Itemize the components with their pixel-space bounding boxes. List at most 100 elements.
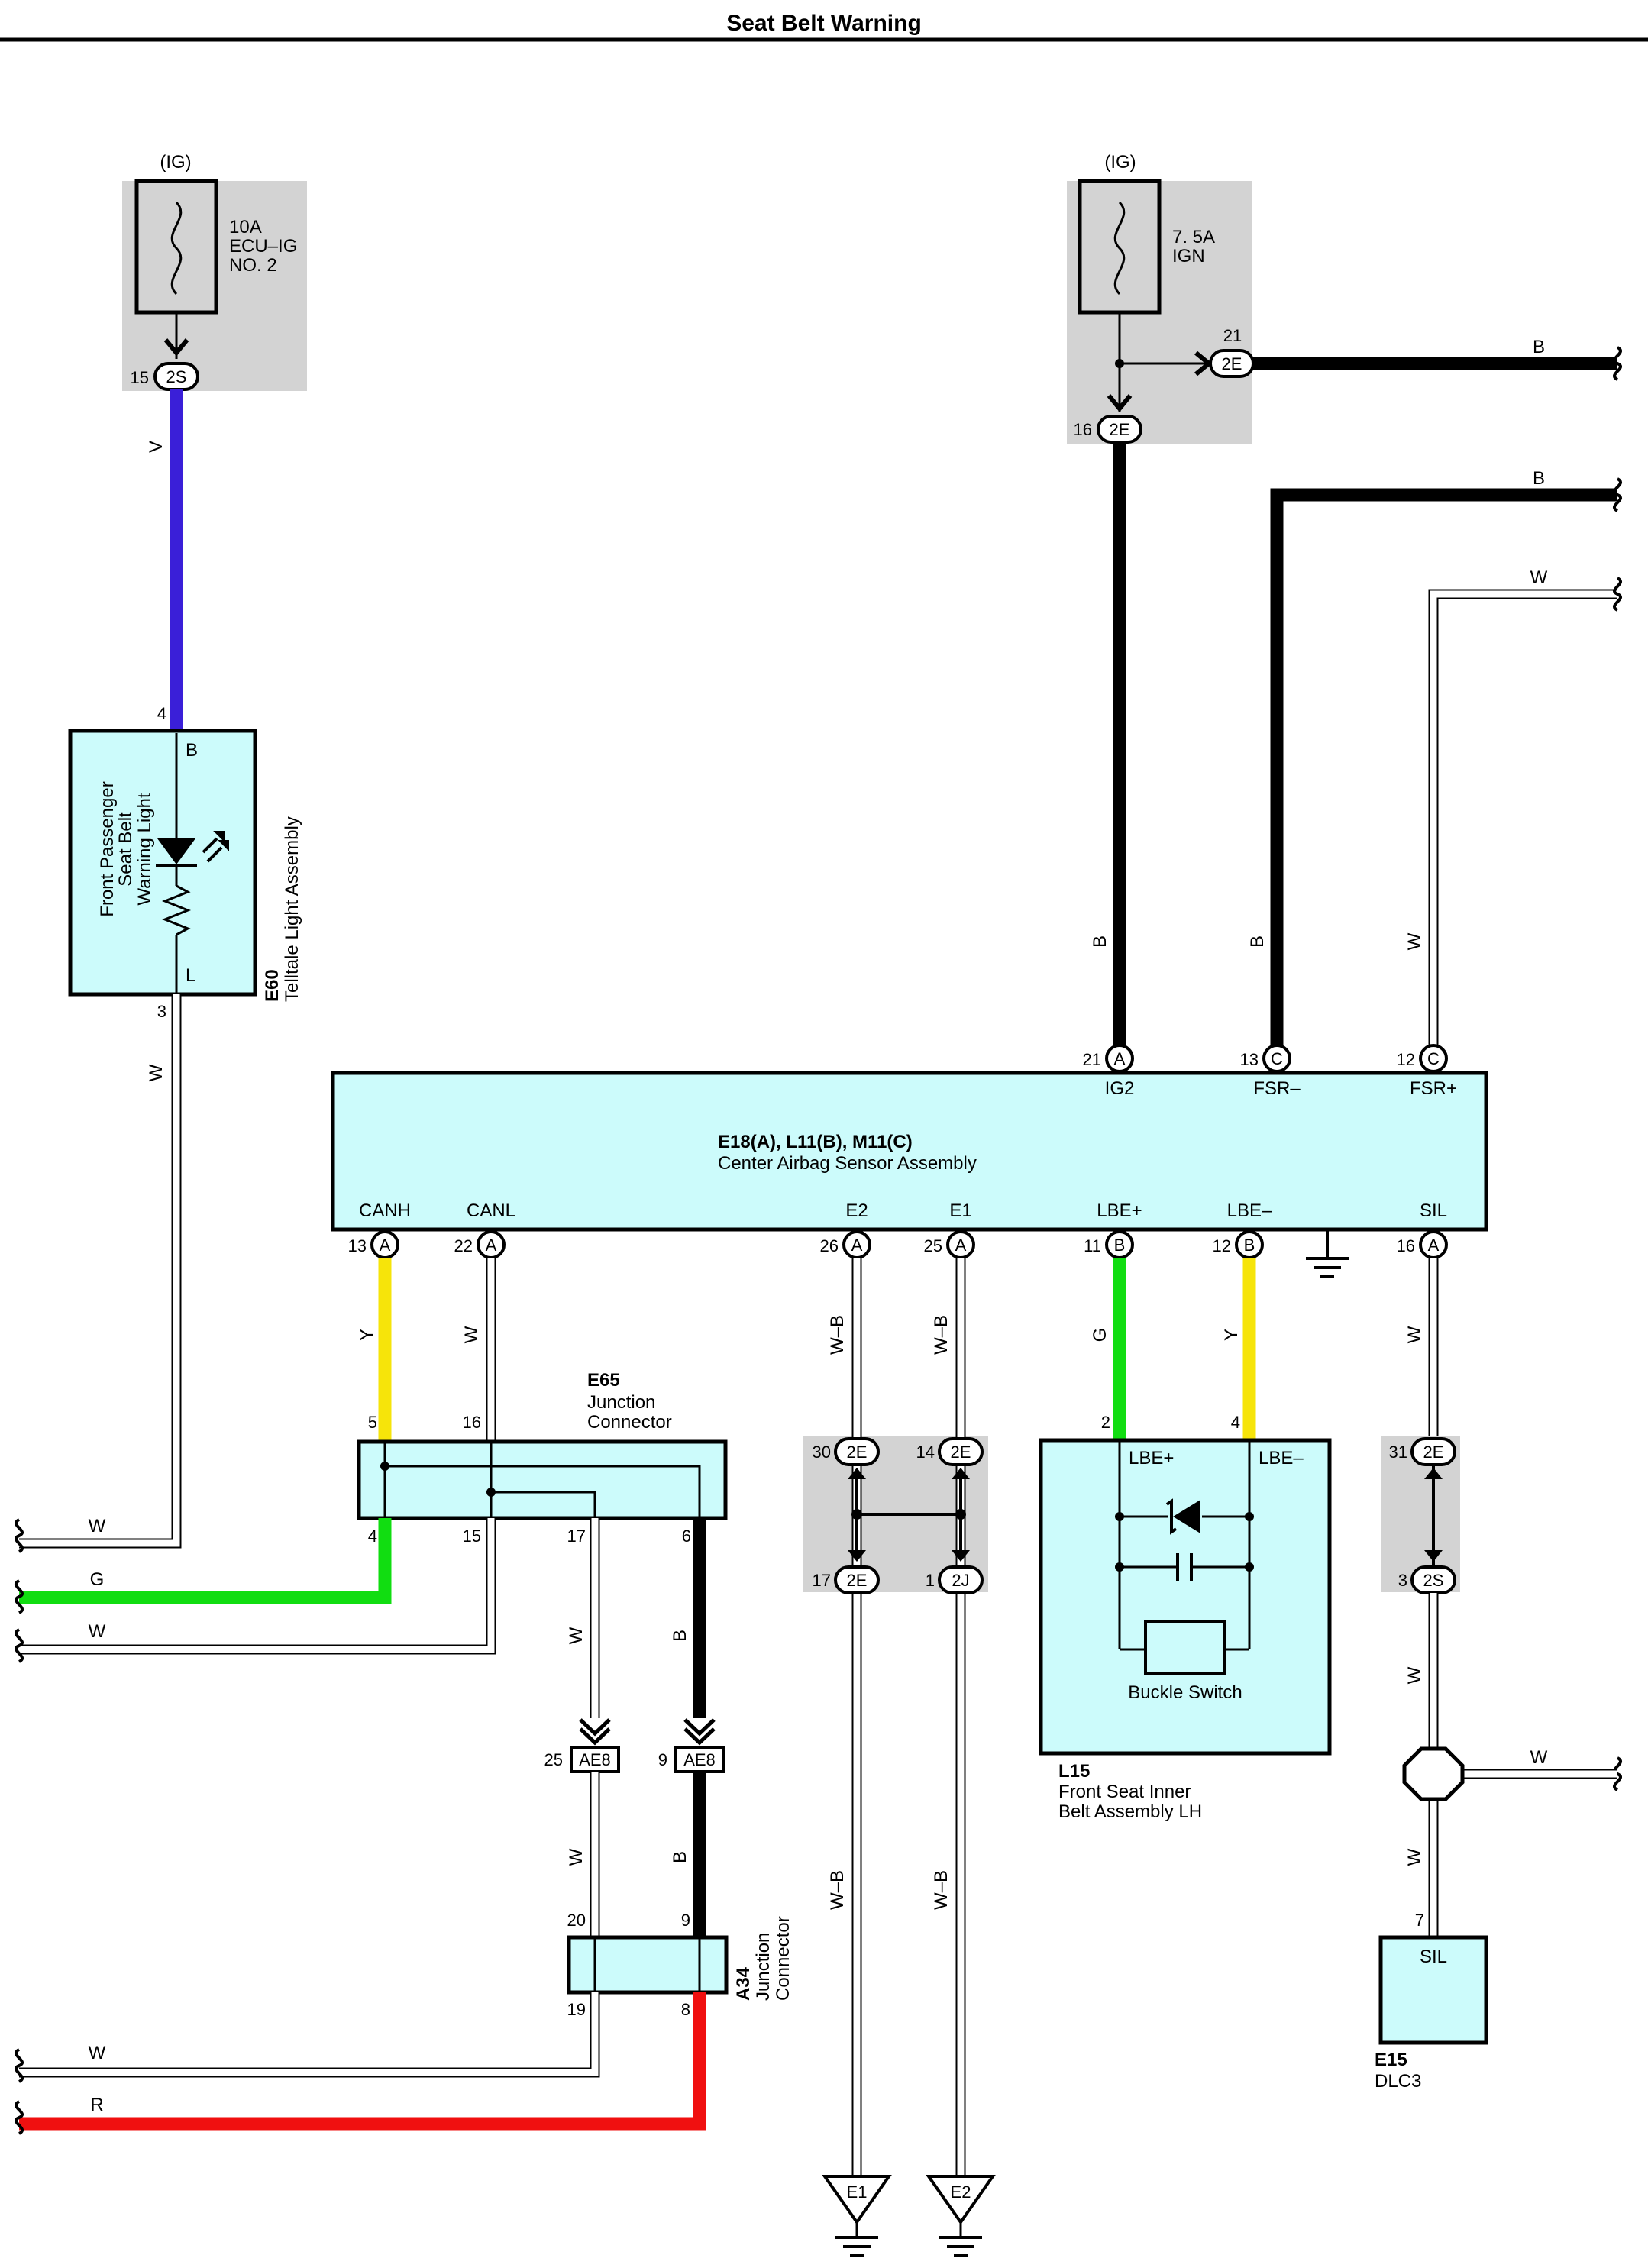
dlc-terminal: SIL	[1420, 1947, 1447, 1967]
wire-label-b6: B	[670, 1851, 690, 1863]
airbag-top-pin-label: IG2	[1105, 1078, 1135, 1099]
airbag-bottom-pin-num: 11	[1084, 1236, 1101, 1255]
a34-pin-8: 8	[681, 2000, 690, 2019]
airbag-top-pin-num: 12	[1397, 1050, 1415, 1069]
e65-pin-5: 5	[368, 1413, 377, 1432]
telltale-code: E60	[262, 969, 283, 1002]
ae8-left-pin: 25	[544, 1750, 563, 1769]
wire-label-w8: W	[566, 1848, 586, 1866]
wire-label-w9: W	[89, 2043, 106, 2063]
airbag-bottom-pin-conn: A	[380, 1236, 391, 1255]
airbag-top-pin-circle	[1262, 1044, 1291, 1073]
ground-e2-label: E2	[951, 2182, 971, 2202]
fuse-ecu-ig-no2: (IG) 10A ECU–IG NO. 2 15 2S	[122, 152, 307, 391]
airbag-top-pin-label: FSR+	[1410, 1078, 1457, 1099]
wire-w-fsr-plus	[1428, 589, 1617, 1046]
airbag-bottom-pin-num: 16	[1397, 1236, 1415, 1255]
telltale-pin-bottom: 3	[157, 1002, 166, 1021]
fuse-ign: (IG) 7. 5A IGN 21 2E 16 2E	[1067, 152, 1255, 444]
airbag-pins: A21IG2C13FSR–C12FSR+A13CANHA22CANLA26E2A…	[348, 1044, 1457, 1259]
center-airbag-sensor-assembly: E18(A), L11(B), M11(C) Center Airbag Sen…	[331, 1071, 1488, 1232]
wire-label-y1: Y	[357, 1329, 377, 1341]
wire-label-wb4: W–B	[931, 1870, 952, 1910]
wire-break-marks-left	[15, 1518, 24, 2135]
telltale-light-assembly: 4 3 B L Front Passenger Seat Belt Warnin…	[68, 704, 302, 1021]
e65-pin-15: 15	[463, 1527, 481, 1546]
wire-label-v: V	[146, 441, 166, 453]
airbag-top-pin-label: FSR–	[1253, 1078, 1301, 1099]
airbag-bottom-pin-label: CANH	[359, 1200, 411, 1221]
airbag-top-pin-circle	[1105, 1044, 1134, 1073]
airbag-top-pin-num: 13	[1240, 1050, 1259, 1069]
dlc3-connector: 7 SIL E15 DLC3	[1375, 1911, 1488, 2092]
airbag-code: E18(A), L11(B), M11(C)	[718, 1132, 913, 1152]
airbag-top-pin-conn: C	[1271, 1049, 1283, 1068]
airbag-top-pin-conn: C	[1427, 1049, 1440, 1068]
buckle-pin-2: 2	[1101, 1413, 1110, 1432]
wire-label-w7: W	[566, 1627, 586, 1644]
airbag-bottom-pin-label: LBE–	[1227, 1200, 1272, 1221]
ae8-left-conn: AE8	[579, 1750, 611, 1769]
wire-label-w1: W	[146, 1064, 166, 1081]
telltale-pin-top: 4	[157, 704, 166, 723]
buckle-pin-4: 4	[1231, 1413, 1240, 1432]
wire-break-marks-right	[1613, 346, 1622, 1791]
airbag-bottom-pin-label: LBE+	[1097, 1200, 1142, 1221]
j3-bot-conn: 2S	[1423, 1571, 1444, 1590]
fuse-right-name1: IGN	[1172, 246, 1205, 267]
led-icon	[157, 838, 195, 864]
buckle-terminal-plus: LBE+	[1129, 1448, 1174, 1468]
wire-label-wb2: W–B	[931, 1315, 952, 1355]
fuse-right-symbol	[1113, 201, 1126, 296]
telltale-terminal-l: L	[186, 965, 195, 986]
fuse-right-ig-label: (IG)	[1104, 152, 1136, 173]
j1-top-conn: 2E	[847, 1443, 868, 1462]
e65-code: E65	[587, 1370, 620, 1391]
a34-pin-20: 20	[567, 1911, 586, 1930]
j2-bot-conn: 2J	[952, 1571, 969, 1590]
ground-e2: E2	[926, 2175, 996, 2257]
airbag-bottom-pin-num: 26	[820, 1236, 839, 1255]
wire-b-fsr-minus	[1270, 488, 1617, 1046]
telltale-terminal-b: B	[186, 740, 198, 761]
resistor-icon	[161, 884, 192, 936]
j3-top-conn: 2E	[1423, 1443, 1444, 1462]
airbag-bottom-pin-conn: A	[851, 1236, 863, 1255]
airbag-bottom-pin-conn: A	[486, 1236, 497, 1255]
airbag-bottom-pin-conn: A	[1428, 1236, 1440, 1255]
wire-label-y2: Y	[1221, 1329, 1242, 1341]
e65-name1: Junction	[587, 1392, 655, 1413]
j2-top-num: 14	[916, 1443, 935, 1462]
dlc-code: E15	[1375, 2050, 1407, 2070]
wire-label-wb1: W–B	[827, 1315, 848, 1355]
fuse-right-rating: 7. 5A	[1172, 227, 1215, 247]
page-title: Seat Belt Warning	[726, 11, 922, 36]
wire-label-w5: W	[461, 1326, 482, 1343]
a34-name2: Connector	[773, 1916, 793, 2001]
airbag-bottom-pin-conn: B	[1244, 1236, 1255, 1255]
wire-label-w2: W	[89, 1516, 106, 1536]
ground-e1-label: E1	[847, 2182, 868, 2202]
wire-label-w6: W	[89, 1621, 106, 1642]
fuse-left-name2: NO. 2	[229, 255, 277, 276]
telltale-inner-3: Warning Light	[134, 793, 155, 906]
a34-pin-9: 9	[681, 1911, 690, 1930]
fuse-left-pin: 15	[131, 368, 149, 387]
wire-red	[19, 1992, 706, 2131]
j2-bot-num: 1	[926, 1571, 935, 1590]
wire-label-w13: W	[1530, 1747, 1548, 1768]
wire-label-g: G	[90, 1569, 105, 1590]
wire-label-r: R	[90, 2095, 103, 2115]
wire-label-w12: W	[1404, 1848, 1425, 1866]
airbag-bottom-pin-label: E2	[845, 1200, 868, 1221]
e65-pin-17: 17	[567, 1527, 586, 1546]
wire-label-b3: B	[1090, 935, 1110, 948]
ae8-right-pin: 9	[658, 1750, 667, 1769]
front-seat-inner-belt-assembly: 2 4 LBE+ LBE– Buckle Switch L15 Front Se…	[1039, 1413, 1332, 1822]
ae8-right-conn: AE8	[683, 1750, 716, 1769]
e65-name2: Connector	[587, 1412, 672, 1433]
junction-j2: 2E 14 2J 1	[916, 1437, 984, 1594]
buckle-switch-icon	[1144, 1620, 1226, 1675]
buckle-code: L15	[1058, 1761, 1090, 1782]
ground-e1: E1	[822, 2175, 892, 2257]
